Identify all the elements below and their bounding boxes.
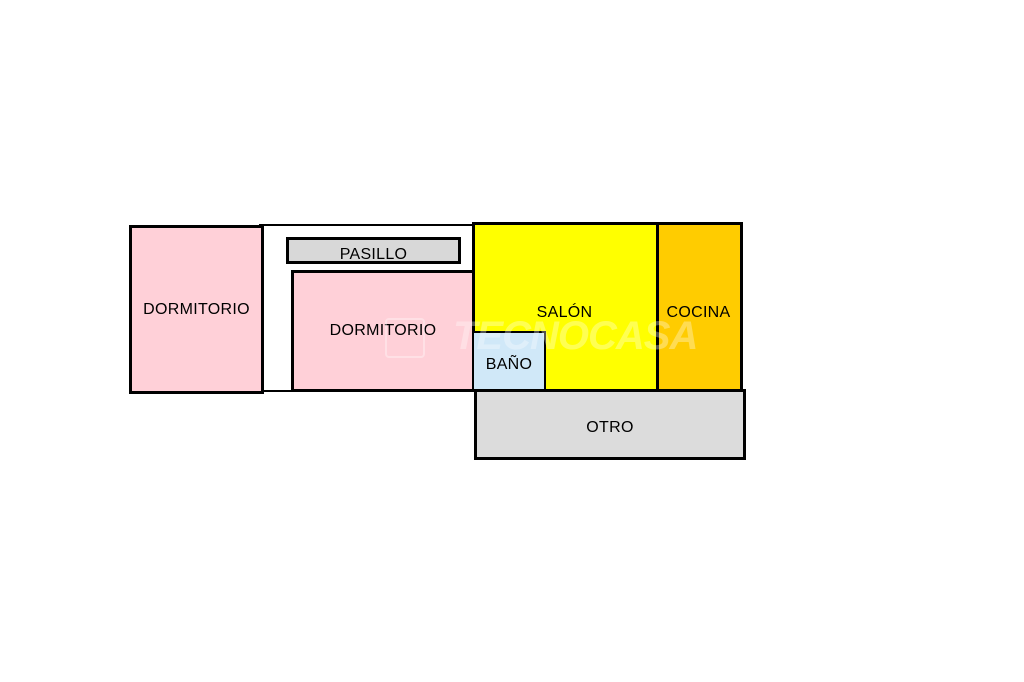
room-otro: OTRO <box>474 389 746 460</box>
room-label-cocina: COCINA <box>666 304 731 321</box>
room-label-pasillo: PASILLO <box>339 245 408 263</box>
room-dormitorio-center: DORMITORIO <box>291 270 475 392</box>
room-label-bano: BAÑO <box>485 355 533 373</box>
room-bano: BAÑO <box>472 331 546 392</box>
room-dormitorio-left: DORMITORIO <box>129 225 264 394</box>
room-label-otro: OTRO <box>586 418 634 436</box>
room-label-dormitorio-center: DORMITORIO <box>329 322 437 339</box>
room-label-salon: SALÓN <box>536 304 593 321</box>
room-cocina: COCINA <box>656 222 743 392</box>
room-label-dormitorio-left: DORMITORIO <box>143 300 250 318</box>
room-pasillo: PASILLO <box>286 237 461 264</box>
